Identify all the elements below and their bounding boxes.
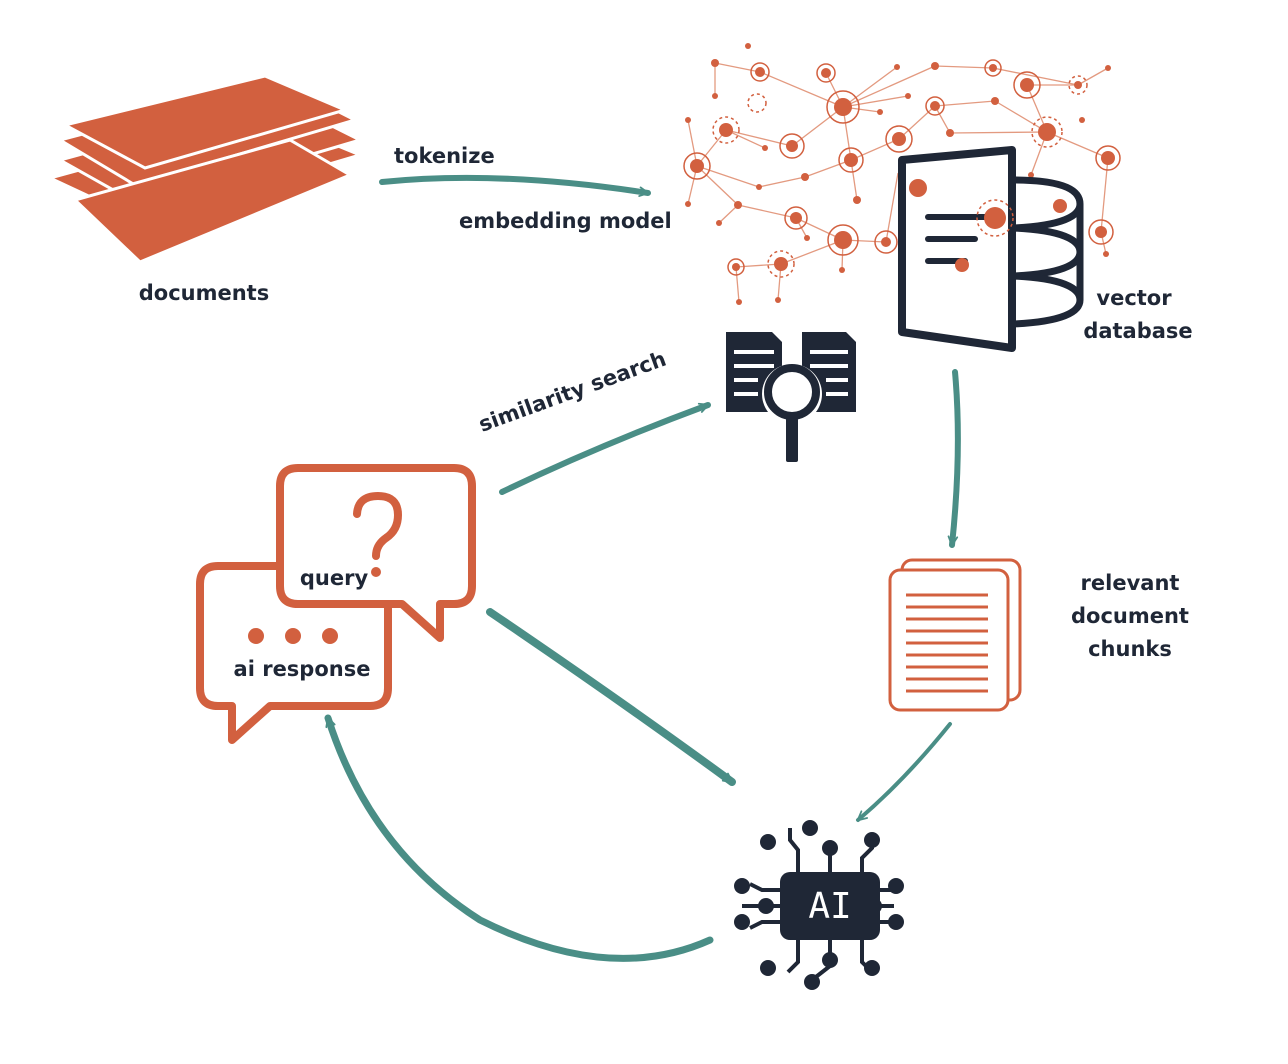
database-to-chunks-arrow [947,369,961,548]
ai-chip-label: AI [808,886,851,927]
ai-response-label: ai response [234,657,371,681]
chunks-to-ai-arrow [856,722,952,822]
similarity-search-label: similarity search [476,347,670,437]
chat-bubbles-icon [196,464,476,744]
document-chunks-icon [888,558,1022,712]
tokenize-arrow [379,174,651,197]
document-label: document [1071,604,1189,628]
query-to-ai-arrow [486,608,736,786]
database-label: database [1083,319,1192,343]
query-label: query [300,566,369,590]
relevant-label: relevant [1081,571,1180,595]
documents-stack-icon [45,74,365,264]
ai-to-response-arrow [324,714,714,962]
tokenize-label: tokenize [394,144,495,168]
embedding-model-label: embedding model [459,209,672,233]
document-search-icon [726,332,856,462]
database-icon [898,146,1084,352]
vector-label: vector [1096,286,1172,310]
similarity-search-arrow [499,402,711,495]
ai-chip-icon: AI [734,820,904,990]
documents-label: documents [139,281,269,305]
chunks-label: chunks [1088,637,1172,661]
